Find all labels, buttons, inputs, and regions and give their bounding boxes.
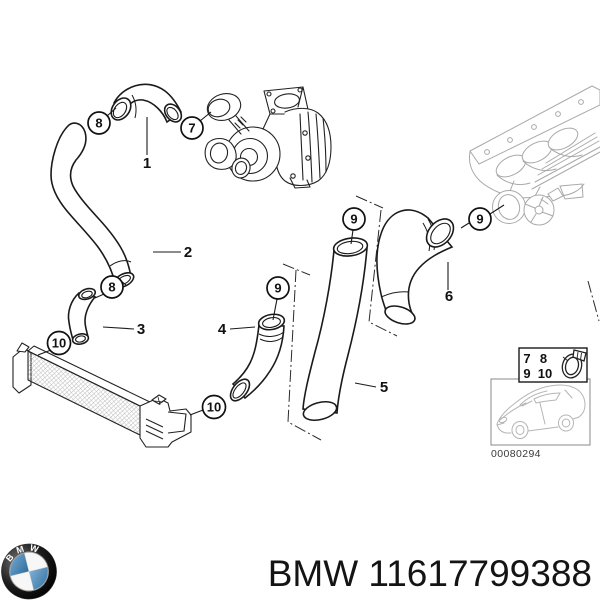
callout-9-number: 9 xyxy=(476,212,483,227)
callout-8-number: 8 xyxy=(108,280,115,295)
intercooler-drawing xyxy=(12,342,192,448)
bmw-logo: BMW xyxy=(1,539,57,600)
legend-number-10: 10 xyxy=(538,366,552,381)
hose-1 xyxy=(110,83,183,124)
callout-8-number: 8 xyxy=(95,116,102,131)
hose-4 xyxy=(229,313,286,402)
hose-2 xyxy=(50,122,135,289)
callout-7-number: 7 xyxy=(188,121,195,136)
part-label-6: 6 xyxy=(445,288,453,305)
legend-number-9: 9 xyxy=(523,366,530,381)
legend-number-8: 8 xyxy=(540,351,547,366)
car-silhouette xyxy=(496,384,586,439)
callout-circles: 7 8 8 9 9 9 10 10 xyxy=(46,111,492,420)
doc-number: 00080294 xyxy=(491,448,541,460)
callout-9-pipe5: 9 xyxy=(342,207,366,231)
callout-9-number: 9 xyxy=(350,212,357,227)
car-inset: 00080294 xyxy=(490,378,591,460)
turbocharger-drawing xyxy=(204,86,332,189)
part-label-3: 3 xyxy=(137,321,145,338)
hose-3 xyxy=(67,287,97,345)
callout-10-right: 10 xyxy=(201,394,227,420)
clamp-legend-box: 7 8 9 10 xyxy=(518,347,588,383)
callout-8-bottom: 8 xyxy=(100,275,124,299)
callout-9-number: 9 xyxy=(274,281,281,296)
hose-6 xyxy=(376,209,455,325)
footer: BMW BMW 11617799388 xyxy=(1,539,592,600)
part-label-1: 1 xyxy=(143,155,151,172)
callout-7: 7 xyxy=(180,116,204,140)
legend-number-7: 7 xyxy=(523,351,530,366)
callout-9-hose4: 9 xyxy=(266,276,290,300)
callout-10-number: 10 xyxy=(207,400,221,415)
hose-clamp-icon xyxy=(561,349,587,379)
part-label-4: 4 xyxy=(218,321,227,338)
callout-8-top: 8 xyxy=(87,111,111,135)
callout-10-number: 10 xyxy=(52,336,66,351)
callout-10-left: 10 xyxy=(46,330,72,356)
footer-part-number: BMW 11617799388 xyxy=(268,553,592,594)
leader-lines xyxy=(37,107,505,416)
group-bracket-lines xyxy=(282,195,600,441)
part-label-5: 5 xyxy=(380,379,388,396)
pipe-5 xyxy=(302,237,369,422)
callout-9-throttle: 9 xyxy=(468,207,492,231)
intake-manifold-drawing xyxy=(469,85,600,226)
part-label-2: 2 xyxy=(184,244,192,261)
